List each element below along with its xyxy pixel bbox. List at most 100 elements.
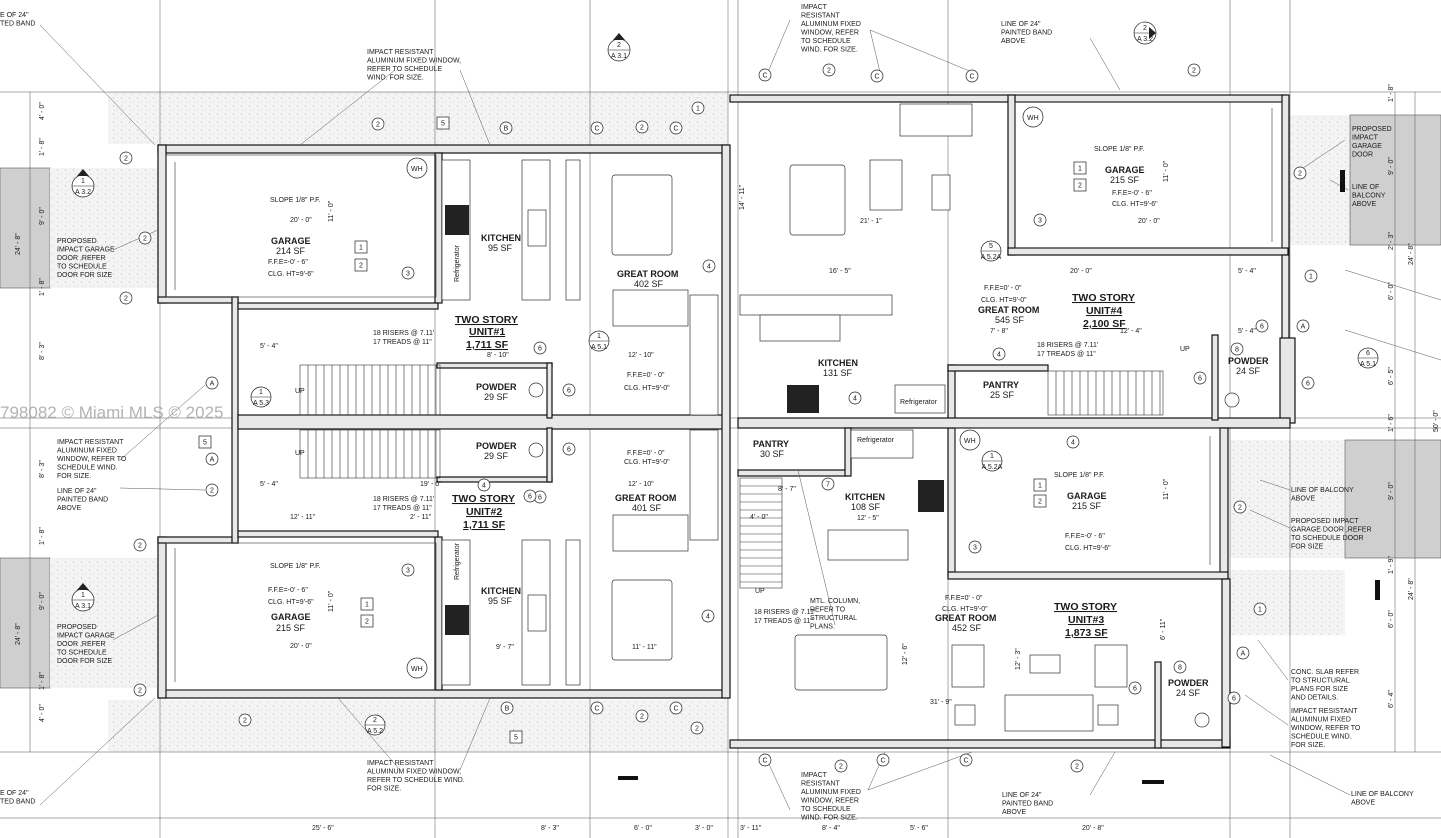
slope-label: SLOPE 1/8" P.F. xyxy=(1094,146,1145,153)
svg-text:A: A xyxy=(210,457,215,464)
walls-units-1-2 xyxy=(157,144,731,699)
dim-garage-h: 11' - 0" xyxy=(1163,160,1170,182)
great1-area: 402 SF xyxy=(634,279,664,289)
dim-12-10: 12' - 10" xyxy=(628,352,654,359)
clg-label: CLG. HT=9'-6" xyxy=(1112,201,1158,208)
section-label: 2A 3.2 xyxy=(1137,25,1153,43)
svg-text:1: 1 xyxy=(1309,274,1313,281)
svg-text:2: 2 xyxy=(640,714,644,721)
svg-text:C: C xyxy=(762,758,767,765)
refrigerator-label: Refrigerator xyxy=(900,399,938,406)
furniture xyxy=(611,103,1128,732)
svg-text:C: C xyxy=(594,706,599,713)
tag-num4: 4 xyxy=(848,391,862,405)
powder2-area: 29 SF xyxy=(484,451,509,461)
ffe-label: F.F.E=-0' - 6" xyxy=(1112,190,1152,197)
great1-name: GREAT ROOM xyxy=(617,269,678,279)
svg-text:6: 6 xyxy=(1198,376,1202,383)
svg-text:1: 1 xyxy=(359,245,363,252)
watermark: 798082 © Miami MLS © 2025 xyxy=(0,403,224,422)
dim-right: 1' - 8" xyxy=(1388,84,1395,102)
dim-garage-h: 11' - 0" xyxy=(1163,478,1170,500)
tag-num6: 6 xyxy=(523,489,537,503)
refrigerator-label: Refrigerator xyxy=(454,542,461,580)
svg-text:2: 2 xyxy=(138,543,142,550)
tag-num2: 2 xyxy=(822,63,836,77)
svg-text:1: 1 xyxy=(597,333,601,340)
dim-14-11: 14' - 11" xyxy=(739,184,746,210)
dim-2-11: 2' - 11" xyxy=(410,514,432,521)
powder3-name: POWDER xyxy=(1168,678,1209,688)
risers-label: 18 RISERS @ 7.11' xyxy=(1037,342,1098,349)
svg-text:A 5.2A: A 5.2A xyxy=(982,464,1003,471)
unit3-title: TWO STORY xyxy=(1054,601,1117,613)
ffe-label: F.F.E=0' - 0" xyxy=(984,285,1022,292)
up-label: UP xyxy=(755,588,765,595)
tag-num4: 4 xyxy=(992,347,1006,361)
svg-text:6: 6 xyxy=(1260,324,1264,331)
stairs xyxy=(299,364,1164,589)
dim-right: 2' - 3" xyxy=(1388,232,1395,250)
dim-garage-h: 11' - 0" xyxy=(328,200,335,222)
dim-5-4: 5' - 4" xyxy=(260,481,278,488)
unit2-title: TWO STORY xyxy=(452,493,515,505)
dim-bottom: 25' - 6" xyxy=(312,825,334,832)
dim-bottom: 3' - 0" xyxy=(695,825,713,832)
section-label: 2A 5.2 xyxy=(367,717,383,735)
tag-num1: 1 xyxy=(360,597,374,611)
tag-num2: 2 xyxy=(138,231,152,245)
unit4-title: TWO STORY xyxy=(1072,292,1135,304)
ffe-label: F.F.E=-0' - 6" xyxy=(268,259,308,266)
wh-label: WH xyxy=(964,438,976,445)
great4-name: GREAT ROOM xyxy=(978,305,1039,315)
dim-4-0: 4' - 0" xyxy=(750,514,768,521)
tag-letC: C xyxy=(876,753,890,767)
dim-5-4: 5' - 4" xyxy=(1238,268,1256,275)
garage1-area: 214 SF xyxy=(276,246,306,256)
tag-num1: 1 xyxy=(1253,602,1267,616)
kitchen1-name: KITCHEN xyxy=(481,233,521,243)
garage4-name: GARAGE xyxy=(1105,165,1145,175)
tag-letA: A xyxy=(205,452,219,466)
tag-num2: 2 xyxy=(1033,494,1047,508)
kitchen3-name: KITCHEN xyxy=(845,492,885,502)
svg-text:C: C xyxy=(594,126,599,133)
svg-text:2: 2 xyxy=(243,718,247,725)
tag-num2: 2 xyxy=(205,483,219,497)
pantry3-area: 30 SF xyxy=(760,449,785,459)
clg-label: CLG. HT=9'-0" xyxy=(981,297,1027,304)
unit1-number: UNIT#1 xyxy=(469,326,505,338)
dim-garage-w: 20' - 0" xyxy=(290,643,312,650)
dim-9-7: 9' - 7" xyxy=(496,644,514,651)
tag-num2: 2 xyxy=(1070,759,1084,773)
dim-12-3: 12' - 3" xyxy=(1015,648,1022,670)
tag-num4: 4 xyxy=(477,478,491,492)
clg-label: CLG. HT=9'-6" xyxy=(268,599,314,606)
great4-area: 545 SF xyxy=(995,315,1025,325)
dim-right: 6' - 0" xyxy=(1388,282,1395,300)
svg-text:6: 6 xyxy=(538,346,542,353)
svg-text:B: B xyxy=(505,706,510,713)
tag-letA: A xyxy=(1236,646,1250,660)
dim-right: 9' - 0" xyxy=(1388,482,1395,500)
water-heaters xyxy=(406,106,1044,679)
note-band-top-left: E OF 24"TED BAND xyxy=(0,12,35,28)
tag-num5: 5 xyxy=(198,435,212,449)
dim-left: 8' - 3" xyxy=(39,342,46,360)
svg-text:2: 2 xyxy=(640,125,644,132)
svg-text:C: C xyxy=(880,758,885,765)
svg-text:2: 2 xyxy=(1238,505,1242,512)
svg-text:1: 1 xyxy=(259,389,263,396)
dim-19-0: 19' - 0" xyxy=(420,481,442,488)
svg-text:2: 2 xyxy=(617,42,621,49)
tag-letA: A xyxy=(205,376,219,390)
dim-left: 8' - 3" xyxy=(39,460,46,478)
tag-letC: C xyxy=(590,121,604,135)
svg-text:5: 5 xyxy=(514,735,518,742)
